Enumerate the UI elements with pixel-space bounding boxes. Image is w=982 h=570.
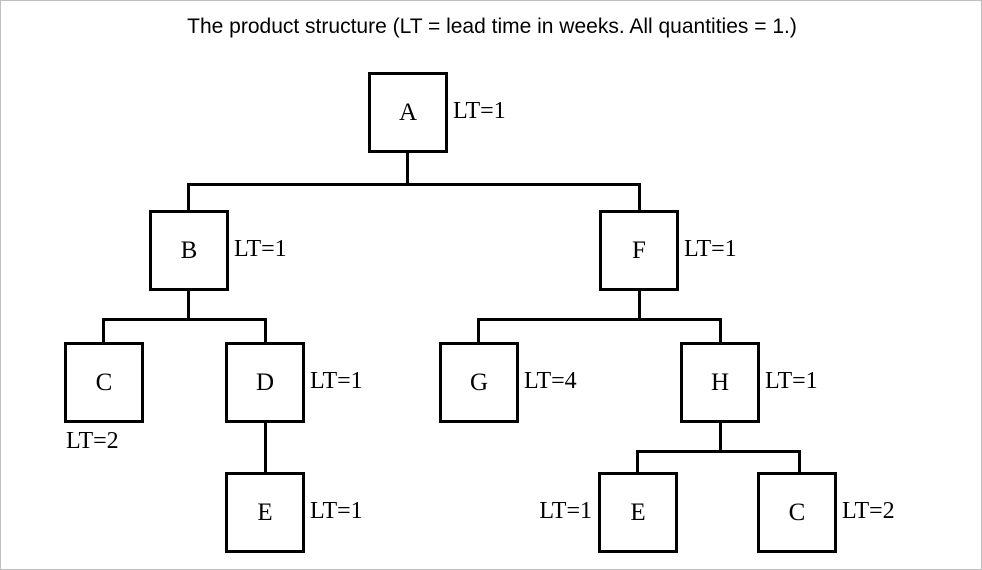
node-e1-lt: LT=1 — [310, 498, 363, 524]
connector-a-drop — [406, 153, 409, 186]
node-e2-lt: LT=1 — [539, 498, 592, 524]
connector-f-bus — [477, 318, 722, 321]
connector-b-bus — [102, 318, 267, 321]
node-b-label: B — [180, 237, 198, 264]
node-a-lt: LT=1 — [453, 98, 506, 124]
node-f-label: F — [632, 237, 646, 264]
node-a-label: A — [398, 99, 418, 126]
connector-f-to-g — [477, 318, 480, 345]
node-e1-label: E — [257, 499, 273, 526]
connector-a-to-f — [638, 183, 641, 213]
node-f-lt: LT=1 — [684, 236, 737, 262]
node-c1[interactable]: C — [64, 342, 144, 423]
node-g-lt: LT=4 — [524, 368, 577, 394]
node-c2[interactable]: C — [757, 472, 837, 553]
node-c1-label: C — [95, 369, 113, 396]
node-a[interactable]: A — [368, 72, 448, 153]
node-d-lt: LT=1 — [310, 368, 363, 394]
connector-f-to-h — [719, 318, 722, 345]
node-h-label: H — [710, 369, 730, 396]
page-title: The product structure (LT = lead time in… — [187, 15, 797, 38]
connector-h-to-c — [798, 450, 801, 475]
node-c2-lt: LT=2 — [842, 498, 895, 524]
node-h-lt: LT=1 — [765, 368, 818, 394]
node-e2-label: E — [630, 499, 646, 526]
node-h[interactable]: H — [680, 342, 760, 423]
node-c1-lt: LT=2 — [66, 428, 119, 454]
node-d-label: D — [255, 369, 275, 396]
node-g-label: G — [469, 369, 489, 396]
connector-h-bus — [636, 450, 801, 453]
node-d[interactable]: D — [225, 342, 305, 423]
connector-b-to-d — [264, 318, 267, 345]
node-b[interactable]: B — [149, 210, 229, 291]
connector-a-bus — [187, 183, 641, 186]
connector-h-to-e — [636, 450, 639, 475]
node-b-lt: LT=1 — [234, 236, 287, 262]
node-g[interactable]: G — [439, 342, 519, 423]
node-e2[interactable]: E — [598, 472, 678, 553]
connector-a-to-b — [187, 183, 190, 213]
connector-h-drop — [719, 423, 722, 453]
node-e1[interactable]: E — [225, 472, 305, 553]
node-c2-label: C — [788, 499, 806, 526]
node-f[interactable]: F — [599, 210, 679, 291]
connector-d-to-e — [264, 423, 267, 475]
connector-f-drop — [638, 291, 641, 321]
connector-b-to-c — [102, 318, 105, 345]
connector-b-drop — [187, 291, 190, 321]
